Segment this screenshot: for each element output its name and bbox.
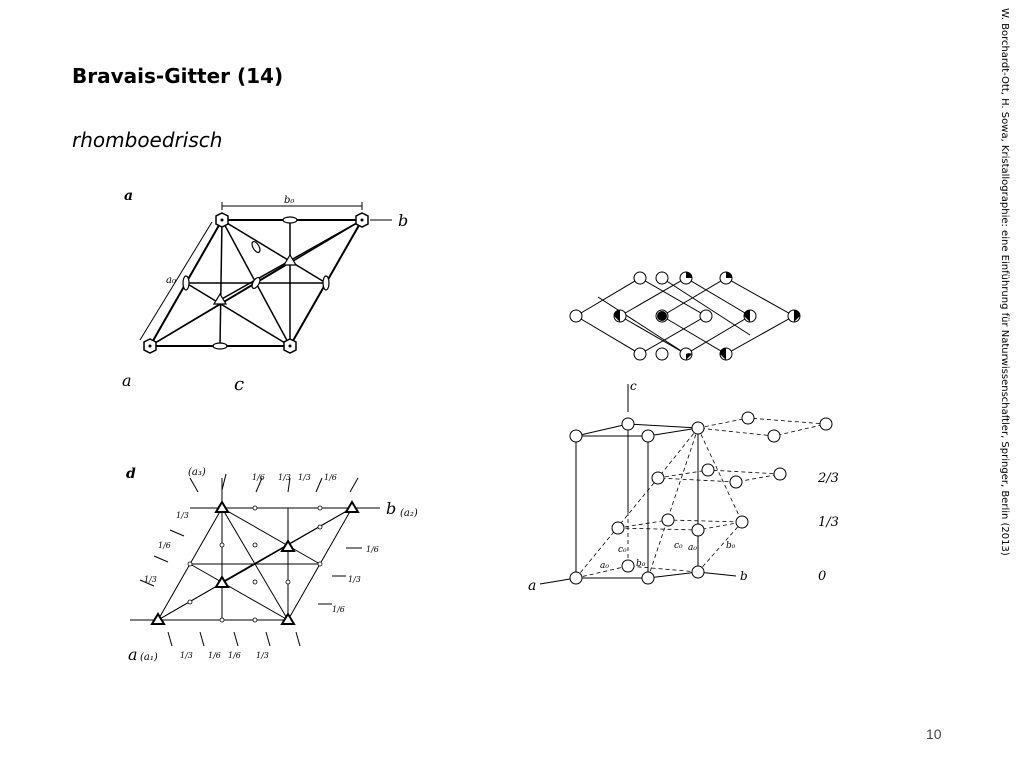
height-label: 1/6 [208, 651, 221, 660]
b0-label: b₀ [284, 195, 294, 206]
height-1-3: 1/3 [818, 515, 839, 530]
vector-label: a₀ [688, 543, 697, 553]
height-label: 1/6 [332, 605, 345, 614]
height-label: 1/3 [256, 651, 269, 660]
height-label: 1/6 [158, 541, 171, 550]
height-label: 1/6 [366, 545, 379, 554]
height-2-3: 2/3 [817, 471, 839, 486]
axis-a3-label: (a₃) [188, 467, 206, 478]
height-label: 1/3 [176, 511, 189, 520]
vector-label: c₀ [674, 541, 683, 551]
axis-a-label-hex: a [528, 578, 536, 594]
height-label: 1/3 [298, 473, 311, 482]
height-label: 1/6 [228, 651, 241, 660]
vector-label: a₀ [600, 561, 609, 571]
axis-b-paren-d: (a₂) [400, 508, 418, 519]
height-label: 1/3 [348, 575, 361, 584]
axis-a-label: a [122, 371, 132, 390]
triad-icon [212, 292, 228, 305]
vector-label: c₀ [618, 545, 627, 555]
diad-icon [212, 342, 228, 350]
axis-c-label: c [630, 379, 637, 393]
axis-b-label-hex: b [740, 569, 748, 583]
height-label: 1/6 [252, 473, 265, 482]
panel-label-a: a [124, 188, 133, 204]
diad-icon [251, 240, 261, 254]
triad-icon [282, 253, 298, 266]
a0-label: a₀ [166, 275, 176, 286]
diad-icon [322, 275, 330, 291]
height-label: 1/3 [278, 473, 291, 482]
diad-icon [282, 216, 298, 224]
panel-label-d: d [126, 466, 136, 482]
diad-icon [251, 276, 261, 290]
axis-a-paren-d: (a₁) [140, 652, 158, 663]
height-label: 1/3 [180, 651, 193, 660]
vector-label: b₀ [726, 541, 736, 551]
vector-label: b₀ [636, 559, 646, 569]
diad-icon [182, 275, 190, 291]
axis-b-label-d: b [386, 499, 396, 518]
center-label: c [234, 374, 244, 395]
slide-subtitle: rhomboedrisch [72, 128, 223, 152]
axis-a-label-d: a [128, 645, 138, 664]
page-number: 10 [926, 726, 942, 742]
axis-b-label: b [398, 211, 408, 230]
slide-title: Bravais-Gitter (14) [72, 64, 284, 88]
height-0: 0 [818, 569, 826, 584]
height-label: 1/6 [324, 473, 337, 482]
height-label: 1/3 [144, 575, 157, 584]
